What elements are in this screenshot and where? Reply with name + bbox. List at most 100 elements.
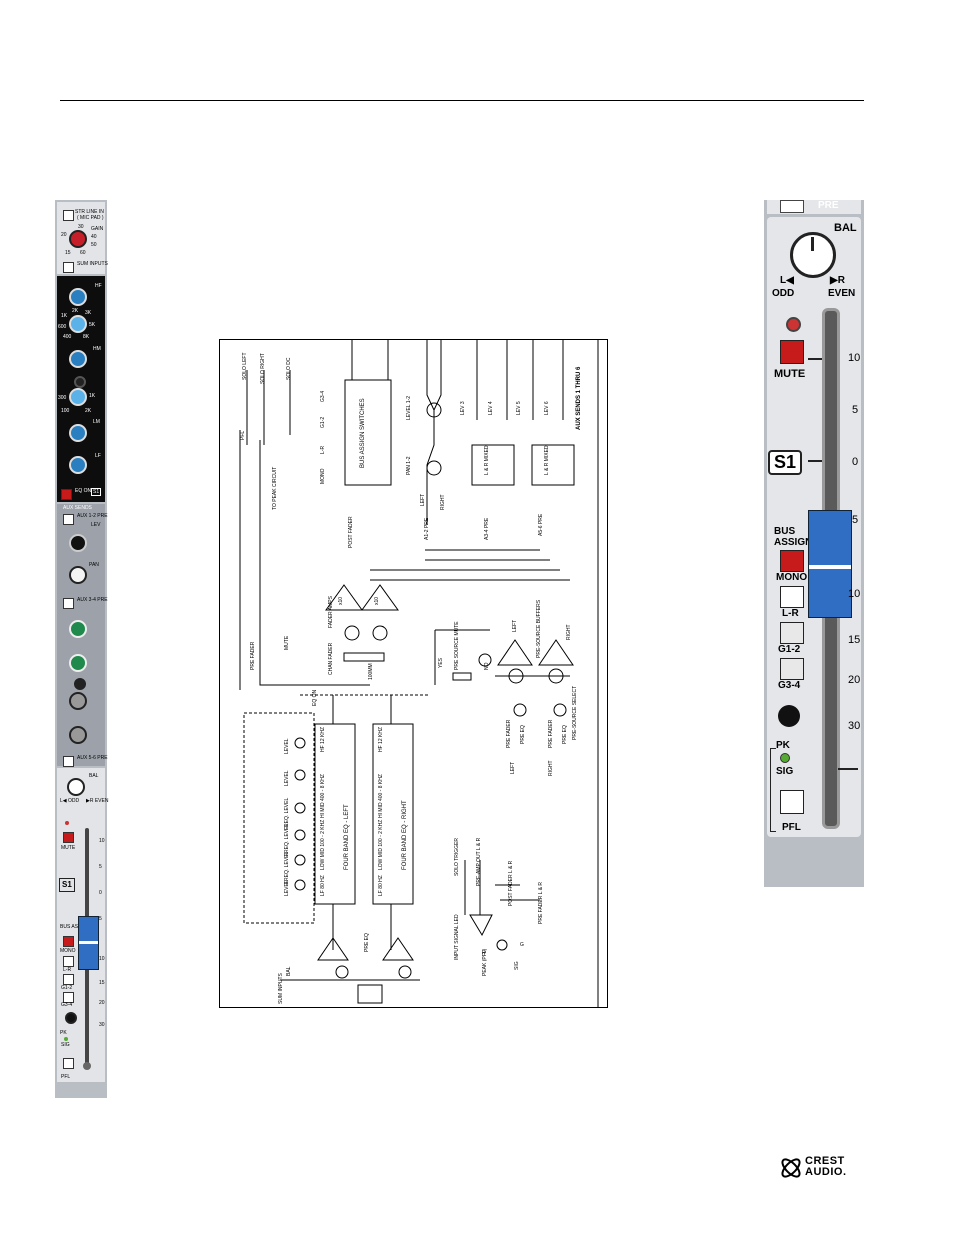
scale-5: 5 <box>99 864 102 870</box>
mute-led <box>65 821 69 825</box>
mute-led <box>786 317 801 332</box>
scale-0: 0 <box>852 456 859 468</box>
scale-5: 5 <box>852 404 859 416</box>
aux34-pre-switch <box>63 598 74 609</box>
scale-10: 10 <box>848 352 861 364</box>
even-label: EVEN <box>828 288 856 299</box>
eq-trim-knob <box>74 376 86 388</box>
himid-right: HI MID 400 - 8 KHZ <box>378 774 384 818</box>
mute-label: MUTE <box>774 368 806 380</box>
pre-fader-r: PRE FADER <box>548 719 554 748</box>
gain-scale-30: 30 <box>78 224 84 230</box>
aux-sends-label: AUX SENDS 1 THRU 6 <box>576 366 582 430</box>
scale-minus5: 5 <box>852 514 859 526</box>
pfl-label: PFL <box>782 822 801 833</box>
tick-end <box>838 768 858 770</box>
pre-amp-lr-label: PRE-AMP OUT L & R <box>476 837 482 886</box>
pre-switch <box>780 200 804 213</box>
fader-amps-label: FADER AMPS <box>328 596 334 628</box>
lm-freq-300: 300 <box>58 395 67 401</box>
lf-left: LF 80 HZ <box>320 875 326 896</box>
odd-arrow: L◀ <box>780 275 794 286</box>
bus-assign-label: BUS ASSIGN <box>774 526 813 548</box>
eq-on-label: EQ ON <box>75 488 92 494</box>
eq-row-2: LEVEL <box>284 770 290 786</box>
x10-right: x10 <box>374 596 380 605</box>
g34-button <box>780 658 804 680</box>
scale-20: 20 <box>848 674 861 686</box>
scale-30: 30 <box>99 1022 105 1028</box>
tick-0 <box>808 460 822 462</box>
scale-0: 0 <box>99 890 102 896</box>
g12-label: G1-2 <box>778 644 801 655</box>
bal-knob-large <box>790 232 836 278</box>
g12-label: G1-2 <box>61 985 73 991</box>
sig-led <box>780 753 790 763</box>
mono-label: MONO <box>60 948 76 954</box>
fader-detail-panel: PRE BAL L◀ ODD ▶R EVEN MUTE S1 BUS ASSIG… <box>764 200 864 887</box>
lm-label: LM <box>93 419 100 425</box>
hm-freq-8k: 8K <box>83 334 90 340</box>
aux5-knob <box>69 692 87 710</box>
gain-knob <box>69 230 87 248</box>
a34-label: A3-4 PRE <box>484 517 490 540</box>
eq-on-label: EQ ON <box>312 689 318 706</box>
aux-sends-label: AUX SENDS <box>63 505 92 511</box>
eq-row-1: LEVEL <box>284 738 290 754</box>
pre-eq-label: PRE EQ <box>364 933 370 952</box>
tick-10 <box>808 358 822 360</box>
solo-trigger-label: SOLO TRIGGER <box>454 838 460 876</box>
pre-label: PRE <box>818 200 839 211</box>
g12-button <box>780 622 804 644</box>
left-label: LEFT <box>420 493 426 506</box>
bal-label: BAL <box>89 773 99 779</box>
crest-audio-logo: CREST AUDIO. <box>778 1156 864 1180</box>
crest-logo-icon <box>781 1158 801 1178</box>
hm-label: HM <box>93 346 101 352</box>
pre-source-mute-label: PRE SOURCE MUTE <box>454 621 460 670</box>
scale-10: 10 <box>99 838 105 844</box>
bus-mono: MONO <box>320 468 326 484</box>
x10-left: x10 <box>338 596 344 605</box>
lm-freq-knob <box>69 388 87 406</box>
lf-knob <box>69 456 87 474</box>
solo-right-label: SOLO RIGHT <box>260 353 266 384</box>
diagram-wiring <box>239 340 599 1007</box>
solo-left-label: SOLO LEFT <box>242 352 248 380</box>
even-arrow: ▶R <box>830 275 845 286</box>
s1-badge: S1 <box>768 450 803 475</box>
s1-badge-lower: S1 <box>59 878 75 892</box>
fader-cap <box>78 916 99 970</box>
scale-minus10: 10 <box>99 956 105 962</box>
lf-label: LF <box>95 453 101 459</box>
gain-scale-50: 50 <box>91 242 97 248</box>
post-fader-label: POST FADER <box>348 516 354 548</box>
bal-label: BAL <box>834 222 857 234</box>
s1-badge: S1 <box>91 488 102 496</box>
right-label: RIGHT <box>440 494 446 510</box>
pre-fader-lr-label: PRE FADER L & R <box>538 881 544 924</box>
pre-fader-label: PRE FADER <box>250 641 256 670</box>
hf-right: HF 12 KHZ <box>378 726 384 752</box>
trim-knob-large <box>778 705 800 727</box>
pre-source-select-label: PRE-SOURCE SELECT <box>572 685 578 740</box>
lr-mixed-b: L & R MIXED <box>544 445 550 475</box>
mute-switch <box>63 832 74 843</box>
pfl-switch <box>63 1058 74 1069</box>
sig-label: SIG <box>776 766 794 777</box>
bus-lr: L-R <box>320 445 326 454</box>
no-label: NO <box>484 662 490 671</box>
gain-scale-20: 20 <box>61 232 67 238</box>
lm-level-knob <box>69 424 87 442</box>
stereo-in-label: STR LINE IN <box>75 209 104 215</box>
bal-knob <box>67 778 85 796</box>
aux4-knob <box>69 654 87 672</box>
aux56-pre-switch <box>63 756 74 767</box>
mute-button <box>780 340 804 364</box>
aux-trim-knob <box>74 678 86 690</box>
hm-freq-2k: 2K <box>72 308 79 314</box>
pre-source-buffers-label: PRE-SOURCE BUFFERS <box>536 599 542 658</box>
logo-line2: AUDIO. <box>805 1166 847 1178</box>
to-peak-label: TO PEAK CIRCUIT <box>272 466 278 510</box>
hm-freq-400: 400 <box>63 334 72 340</box>
